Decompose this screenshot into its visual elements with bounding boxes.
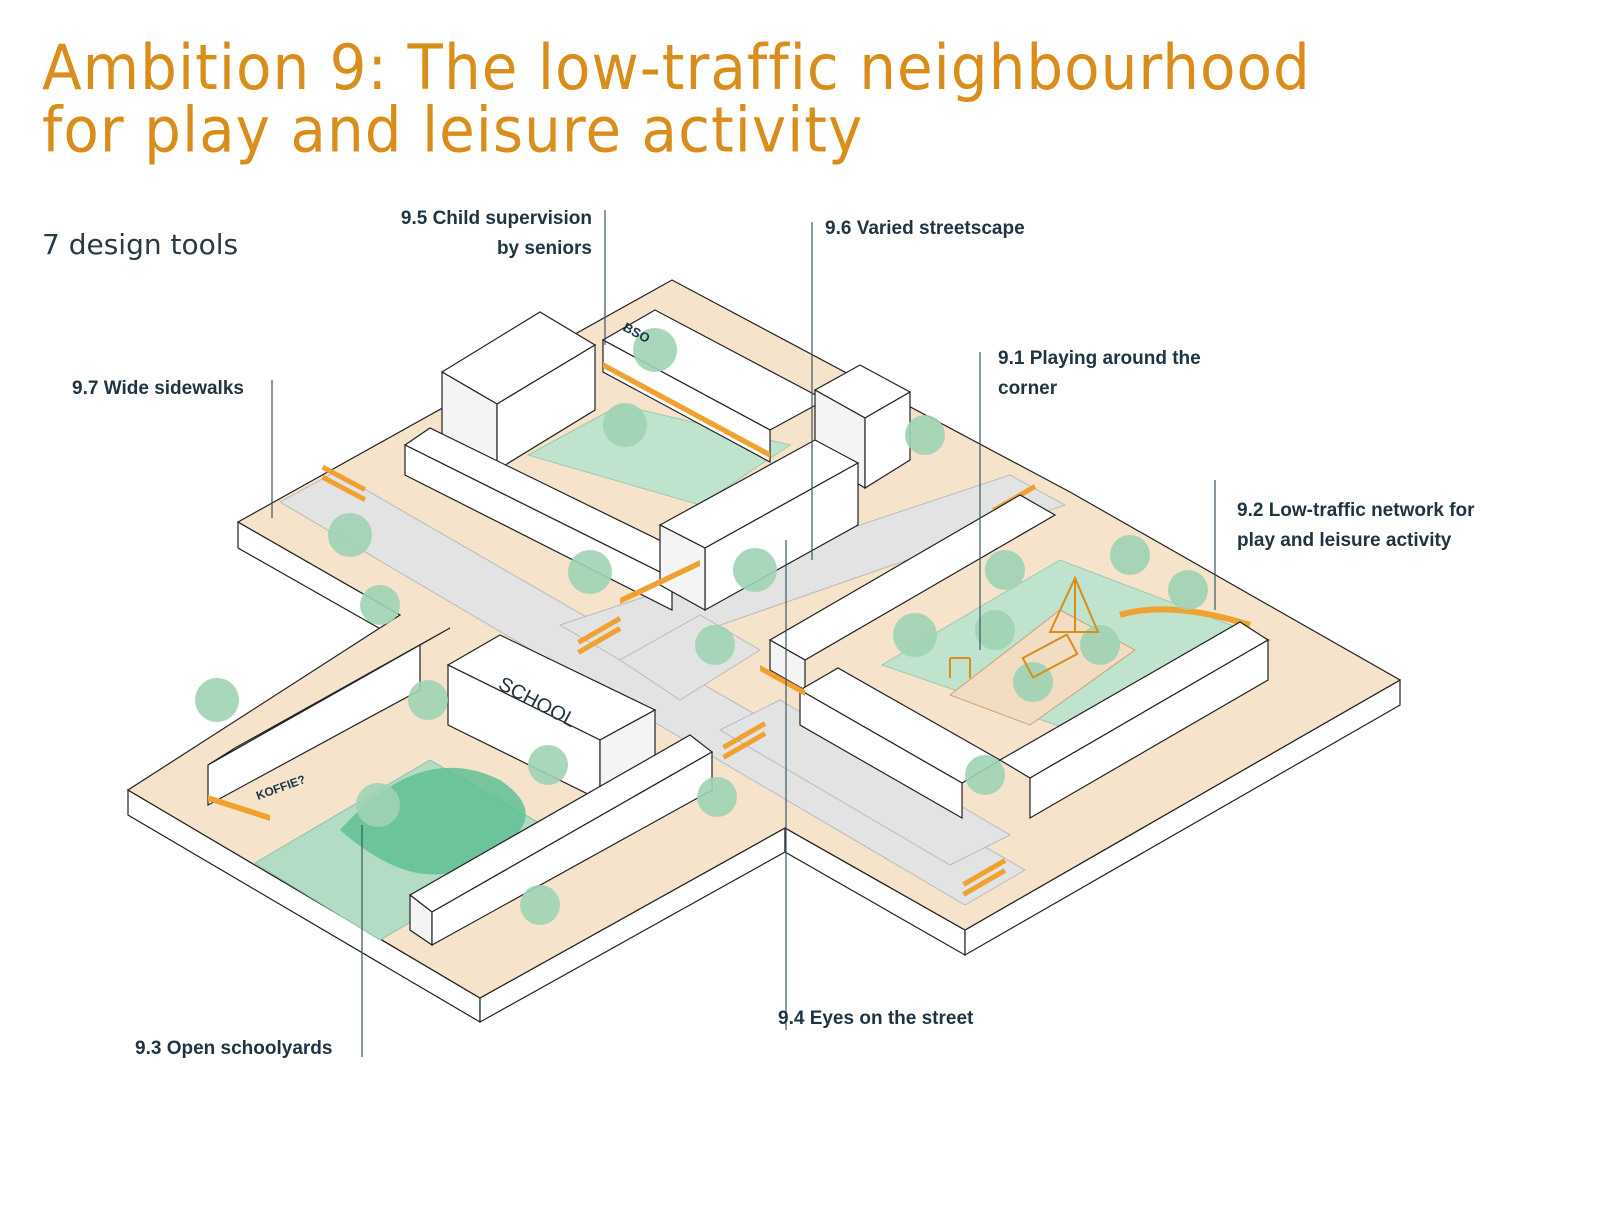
label-9-7-wide-sidewalks: 9.7 Wide sidewalks [72,378,244,399]
label-9-5-line-2: by seniors [496,238,592,259]
ground-floor-accents [208,362,805,821]
zebra-crossings [321,464,1251,897]
label-9-6-varied-streetscape: 9.6 Varied streetscape [825,218,1025,239]
page-title: Ambition 9: The low-traffic neighbourhoo… [42,36,1311,161]
label-9-1-line-1: 9.1 Playing around the [998,348,1201,369]
label-9-2-line-1: 9.2 Low-traffic network for [1237,500,1475,521]
label-9-4-eyes-on-street: 9.4 Eyes on the street [778,1008,974,1029]
subtitle: 7 design tools [42,228,239,261]
title-line-1: Ambition 9: The low-traffic neighbourhoo… [42,30,1311,105]
label-9-2-line-2: play and leisure activity [1237,530,1452,551]
trees [195,328,1208,925]
label-9-1-playing-around-corner: 9.1 Playing around the corner [998,344,1201,404]
label-9-2-low-traffic-network: 9.2 Low-traffic network for play and lei… [1237,496,1475,556]
label-9-3-open-schoolyards: 9.3 Open schoolyards [135,1038,333,1059]
label-9-5-child-supervision: 9.5 Child supervision by seniors [345,204,592,264]
road-network [278,471,1067,906]
playground-equipment [949,575,1100,679]
label-9-1-line-2: corner [998,378,1058,399]
callout-leader-lines [271,210,1216,1057]
title-line-2: for play and leisure activity [42,93,864,167]
label-9-5-line-1: 9.5 Child supervision [400,208,592,229]
base-slab [127,520,1401,1024]
